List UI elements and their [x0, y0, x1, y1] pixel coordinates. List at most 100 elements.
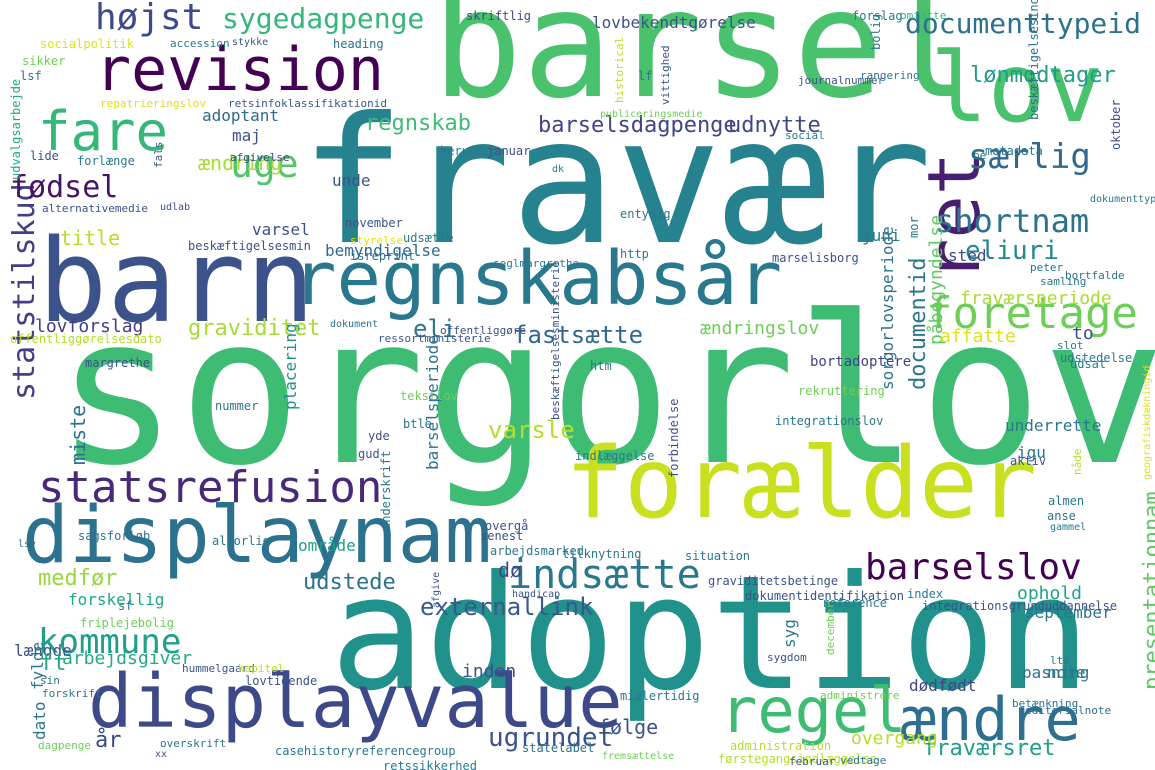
word-2: barsel — [432, 0, 974, 132]
word-3: adoption — [330, 542, 1091, 726]
word-186: midlertidig — [620, 689, 700, 703]
word-36: varsle — [488, 416, 575, 444]
word-177: forskrift — [42, 687, 102, 700]
word-6: lov — [930, 32, 1104, 144]
word-130: samling — [1040, 275, 1087, 288]
word-81: to — [1072, 323, 1094, 344]
word-160: almen — [1048, 494, 1085, 508]
word-191: retssikkerhed — [383, 759, 477, 770]
word-15: foretage — [926, 288, 1138, 339]
word-154: sagsforløb — [78, 529, 151, 543]
word-13: regel — [720, 674, 907, 747]
word-197: vedtage — [840, 754, 887, 767]
word-193: fremsættelse — [602, 751, 675, 762]
word-133: offentliggøre — [440, 324, 527, 337]
word-163: underskrift — [379, 450, 393, 530]
word-20: særlig — [968, 137, 1091, 177]
word-95: retsinfoklassifikationid — [228, 97, 387, 110]
word-90: stykke — [232, 37, 269, 48]
word-188: overskrift — [160, 737, 227, 750]
word-111: januar — [487, 144, 531, 158]
word-157: senest — [480, 529, 524, 543]
word-126: http — [620, 247, 649, 261]
word-67: ophold — [1017, 583, 1083, 604]
word-106: oktober — [1109, 99, 1123, 150]
word-94: repatrieringslov — [100, 97, 206, 110]
word-117: udlab — [160, 202, 191, 213]
word-41: ugrundet — [488, 723, 614, 753]
word-32: regnskab — [365, 111, 471, 136]
word-33: udnytte — [728, 113, 821, 138]
word-116: alternativemedie — [42, 202, 148, 215]
word-119: november — [345, 216, 403, 230]
word-123: styrelse — [350, 234, 403, 247]
word-141: beskæftigelsesministerie — [549, 261, 562, 420]
word-168: graviditetsbetinge — [708, 574, 839, 588]
word-121: entydig — [620, 207, 671, 221]
word-37: presentationnam — [1140, 491, 1155, 690]
word-156: overgå — [485, 519, 529, 533]
word-53: fraværsperiode — [960, 288, 1112, 309]
word-0: sorgorlov — [55, 273, 1155, 511]
word-66: overgang — [851, 728, 938, 749]
word-143: tekstlov — [400, 389, 458, 403]
word-89: accession — [170, 37, 230, 50]
word-93: lsf — [20, 69, 42, 83]
word-46: title — [60, 226, 121, 250]
word-180: december — [824, 602, 837, 655]
word-115: fals — [152, 141, 165, 169]
word-47: miste — [66, 404, 90, 465]
word-135: offentliggørelsesdato — [10, 332, 162, 346]
word-114: be — [973, 149, 987, 162]
word-69: dødfødt — [909, 676, 977, 695]
word-73: syg — [780, 619, 799, 648]
word-146: btle — [403, 417, 432, 431]
word-174: hummelgaard — [182, 662, 255, 675]
word-128: mor — [907, 216, 921, 238]
word-62: længde — [14, 641, 72, 660]
word-50: bemyndigelse — [325, 241, 441, 260]
word-162: gammel — [1050, 522, 1087, 533]
word-164: lsv — [18, 539, 37, 550]
word-178: lovtidende — [245, 674, 318, 688]
word-17: indsætte — [508, 552, 701, 598]
word-59: område — [298, 536, 356, 555]
word-173: integrationsgrunduddannelse — [922, 599, 1118, 613]
word-80: igu — [1017, 443, 1046, 462]
word-171: reference — [822, 596, 888, 610]
word-145: nummer — [215, 399, 259, 413]
word-96: udvalgsarbejde — [9, 78, 23, 180]
word-76: dato — [30, 701, 49, 740]
word-137: udstedelse — [1060, 351, 1133, 365]
word-144: rekruttering — [798, 384, 885, 398]
word-100: bolig — [869, 13, 883, 50]
word-86: forslag — [852, 9, 903, 23]
word-83: unde — [332, 171, 371, 190]
word-22: højst — [95, 0, 204, 38]
word-7: regnskabsår — [292, 236, 783, 322]
word-92: sikker — [22, 54, 66, 68]
word-61: arbejdsgiver — [62, 648, 193, 669]
word-182: lta — [1050, 654, 1070, 667]
word-167: situation — [685, 549, 751, 563]
word-28: eliuri — [965, 236, 1059, 266]
word-169: handicap — [512, 589, 561, 600]
word-124: isreprint — [350, 249, 416, 263]
word-142: htm — [590, 359, 612, 373]
word-77: sted — [948, 246, 987, 265]
word-84: lovbekendtgørelse — [592, 13, 756, 32]
word-65: følge — [598, 715, 659, 739]
word-21: shortnam — [935, 202, 1090, 240]
word-1: fravær — [300, 81, 933, 284]
word-187: dagpenge — [38, 739, 91, 752]
word-16: statsrefusion — [38, 462, 383, 513]
word-57: placering — [281, 323, 300, 410]
word-9: displayvalue — [88, 659, 623, 745]
word-31: graviditet — [188, 316, 321, 341]
word-98: lf — [638, 69, 653, 83]
word-44: eli — [413, 315, 457, 343]
word-185: editorialnote — [1025, 704, 1112, 717]
word-101: beskæftigelsesindsats — [1027, 0, 1041, 120]
word-134: ressortministerie — [378, 332, 491, 345]
word-138: udsat — [1070, 357, 1107, 371]
